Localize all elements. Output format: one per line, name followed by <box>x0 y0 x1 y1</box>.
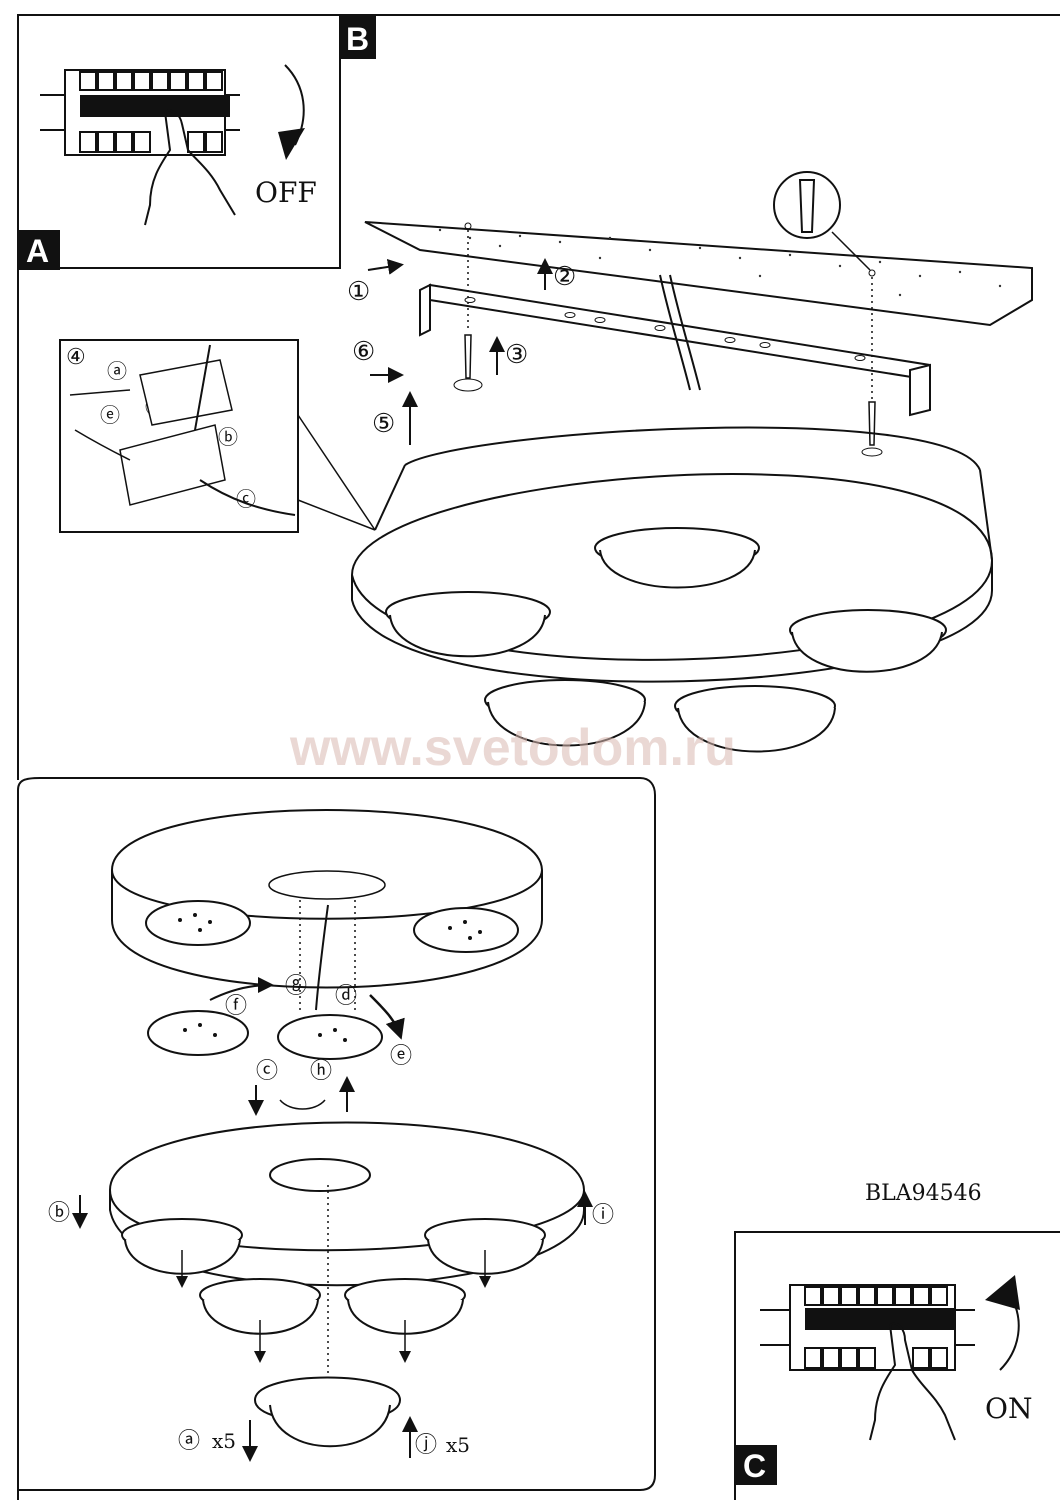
letter-d: ⓓ <box>335 984 357 1009</box>
panel-c: C ON <box>734 1231 1060 1500</box>
letter-h: ⓗ <box>310 1059 332 1084</box>
panel-b-tag: B <box>346 21 369 57</box>
multiplier-j: x5 <box>446 1433 470 1457</box>
ceiling <box>364 221 1033 327</box>
step-6-label: ⑥ <box>352 337 375 367</box>
step-5-label: ⑤ <box>372 409 395 439</box>
letter-g: ⓖ <box>285 974 307 999</box>
step-3-label: ③ <box>505 340 528 370</box>
letter-e-detail: ⓔ <box>100 403 120 427</box>
screws <box>453 230 883 457</box>
off-label: OFF <box>255 176 317 209</box>
wiring-detail: ④ ⓐ ⓔ ⓓ ⓑ ⓒ <box>59 339 376 533</box>
step-4-label: ④ <box>66 345 86 370</box>
fixture-assembled <box>350 426 994 753</box>
multiplier-a: x5 <box>212 1429 236 1453</box>
letter-j: ⓙ <box>415 1433 437 1458</box>
hand-icon <box>144 109 236 226</box>
wall-plug-detail <box>773 171 871 271</box>
on-label: ON <box>985 1392 1032 1425</box>
letter-c-detail: ⓒ <box>236 487 256 511</box>
step-1-label: ① <box>347 277 370 307</box>
watermark: www.svetodom.ru <box>289 719 736 777</box>
breaker-icon <box>40 69 240 156</box>
step-2-label: ② <box>553 262 576 292</box>
mounting-bracket <box>419 274 931 417</box>
panel-a: A B OFF <box>17 14 376 270</box>
letter-c: ⓒ <box>256 1059 278 1084</box>
letter-b-detail: ⓑ <box>218 425 238 449</box>
letter-i: ⓘ <box>592 1203 614 1228</box>
hand-on-icon <box>869 1322 956 1441</box>
breaker-on-icon <box>760 1284 975 1371</box>
model-code: BLA94546 <box>865 1181 982 1206</box>
letter-f: ⓕ <box>225 994 247 1019</box>
panel-c-tag: C <box>743 1448 766 1484</box>
letter-e: ⓔ <box>390 1044 412 1069</box>
panel-a-tag: A <box>26 233 49 269</box>
maintenance-panel: ⓕ ⓖ ⓓ ⓔ ⓒ ⓗ ⓑ ⓘ <box>17 777 656 1500</box>
letter-a-detail: ⓐ <box>107 359 127 383</box>
letter-b: ⓑ <box>48 1201 70 1226</box>
letter-a: ⓐ <box>178 1429 200 1454</box>
